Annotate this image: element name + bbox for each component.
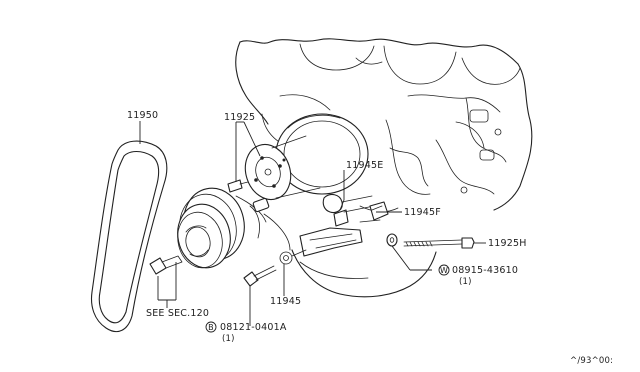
see-section-reference: SEE SEC.120 [146, 308, 209, 319]
callout-11945e: 11945E [346, 160, 383, 171]
bolt-symbol: B [208, 323, 214, 332]
long-bolt [403, 237, 475, 249]
pulley-bolt [227, 179, 249, 193]
callout-08121-0401a: 08121-0401A [220, 322, 287, 333]
crank-bolt [149, 255, 183, 275]
water-pump-pulley [244, 113, 369, 201]
washer-symbol: W [440, 266, 448, 275]
bracket-bolt [243, 265, 277, 287]
bolt-callout: B 08121-0401A (1) [205, 321, 287, 344]
callout-11925h: 11925H [488, 238, 527, 249]
callout-08915-43610: 08915-43610 [452, 265, 518, 276]
crankshaft-pulley [177, 187, 267, 269]
washer [386, 233, 398, 247]
bolt-quantity: (1) [222, 334, 235, 344]
leader-lines [139, 121, 486, 326]
callout-11950: 11950 [127, 110, 158, 121]
callout-11925: 11925 [224, 112, 255, 123]
adjusting-bracket [249, 197, 363, 265]
upper-bracket [322, 193, 375, 227]
diagram-code: ^/93^00: [570, 356, 613, 366]
washer-quantity: (1) [459, 277, 472, 287]
engine-block-outline [235, 38, 533, 298]
washer-callout: W 08915-43610 (1) [438, 264, 518, 287]
callout-11945f: 11945F [404, 207, 441, 218]
right-bracket [359, 201, 389, 223]
callout-11945: 11945 [270, 296, 301, 307]
drive-belt [90, 140, 168, 333]
